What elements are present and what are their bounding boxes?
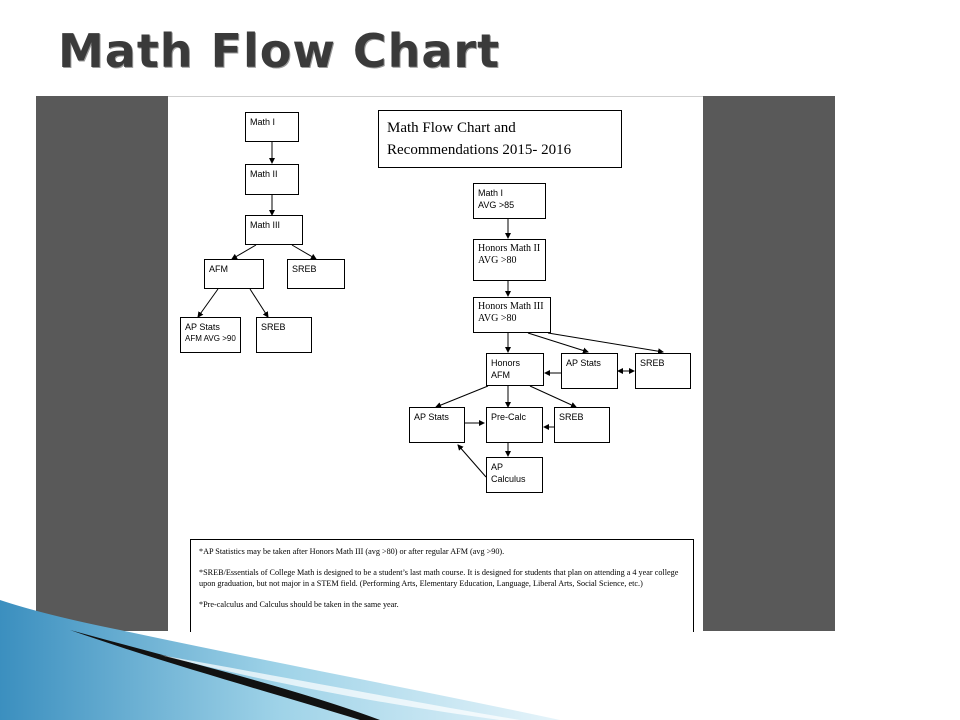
document-page: Math I Math II Math III AFM SREB AP Stat… — [168, 96, 703, 632]
node-ap-stats-left: AP Stats AFM AVG >90 — [180, 317, 241, 353]
node-label: Honors Math II — [478, 243, 541, 254]
node-label: Math III — [250, 220, 281, 230]
arrow-honors3-sreb — [547, 332, 664, 355]
node-label: SREB — [292, 264, 317, 274]
node-math-2: Math II — [245, 164, 299, 195]
node-label: AP — [491, 462, 504, 472]
node-label: Math I — [250, 117, 276, 127]
flow-arrows — [197, 142, 664, 478]
heading-line: Math Flow Chart and — [387, 120, 516, 136]
node-afm: AFM — [204, 259, 264, 289]
arrow-math3-afm — [231, 244, 257, 260]
node-label: SREB — [559, 412, 584, 422]
node-sublabel: AVG >85 — [478, 200, 515, 210]
node-math-3: Math III — [245, 215, 303, 245]
node-sreb-top: SREB — [287, 259, 345, 289]
node-ap-calculus: AP Calculus — [486, 457, 543, 493]
node-label: Math II — [250, 169, 278, 179]
arrow-honorsafm-sreb-low — [529, 385, 577, 408]
notes-box: *AP Statistics may be taken after Honors… — [190, 539, 694, 632]
heading-line: Recommendations 2015- 2016 — [387, 142, 572, 158]
arrow-afm-apstats — [197, 288, 219, 318]
node-label: AP Stats — [566, 358, 601, 368]
node-label: Honors Math III — [478, 301, 544, 312]
node-math-1-honors-track: Math I AVG >85 — [473, 183, 546, 219]
node-label: AP Stats — [185, 322, 220, 332]
node-sublabel: Calculus — [491, 474, 526, 484]
node-sreb-low: SREB — [554, 407, 610, 443]
node-honors-math-3: Honors Math III AVG >80 — [473, 297, 551, 333]
node-ap-stats-low: AP Stats — [409, 407, 465, 443]
arrow-math3-sreb — [291, 244, 317, 260]
node-label: AFM — [209, 264, 228, 274]
decorative-swoosh — [0, 600, 560, 720]
document-heading: Math Flow Chart and Recommendations 2015… — [378, 110, 622, 168]
arrow-honorsafm-apstats-low — [435, 385, 489, 408]
arrow-apcalc-apstats — [457, 444, 487, 478]
node-label: Honors — [491, 358, 521, 368]
node-ap-stats-mid: AP Stats — [561, 353, 618, 389]
node-sublabel: AFM — [491, 370, 510, 380]
node-label: SREB — [640, 358, 665, 368]
slide-title: Math Flow Chart — [58, 24, 501, 78]
node-pre-calc: Pre-Calc — [486, 407, 543, 443]
node-label: Math I — [478, 188, 504, 198]
note-precalc: *Pre-calculus and Calculus should be tak… — [199, 599, 399, 609]
node-sreb-mid: SREB — [635, 353, 691, 389]
arrow-afm-sreb — [249, 288, 269, 318]
arrow-honors3-apstats — [527, 332, 589, 354]
node-label: Pre-Calc — [491, 412, 527, 422]
node-sublabel: AVG >80 — [478, 313, 517, 324]
node-honors-afm: Honors AFM — [486, 353, 544, 386]
node-honors-math-2: Honors Math II AVG >80 — [473, 239, 546, 281]
node-sublabel: AFM AVG >90 — [185, 334, 236, 343]
node-math-1: Math I — [245, 112, 299, 142]
node-sreb-bottom: SREB — [256, 317, 312, 353]
node-label: SREB — [261, 322, 286, 332]
note-ap-statistics: *AP Statistics may be taken after Honors… — [199, 547, 505, 556]
note-sreb: *SREB/Essentials of College Math is desi… — [199, 567, 679, 589]
node-label: AP Stats — [414, 412, 449, 422]
node-sublabel: AVG >80 — [478, 255, 517, 266]
